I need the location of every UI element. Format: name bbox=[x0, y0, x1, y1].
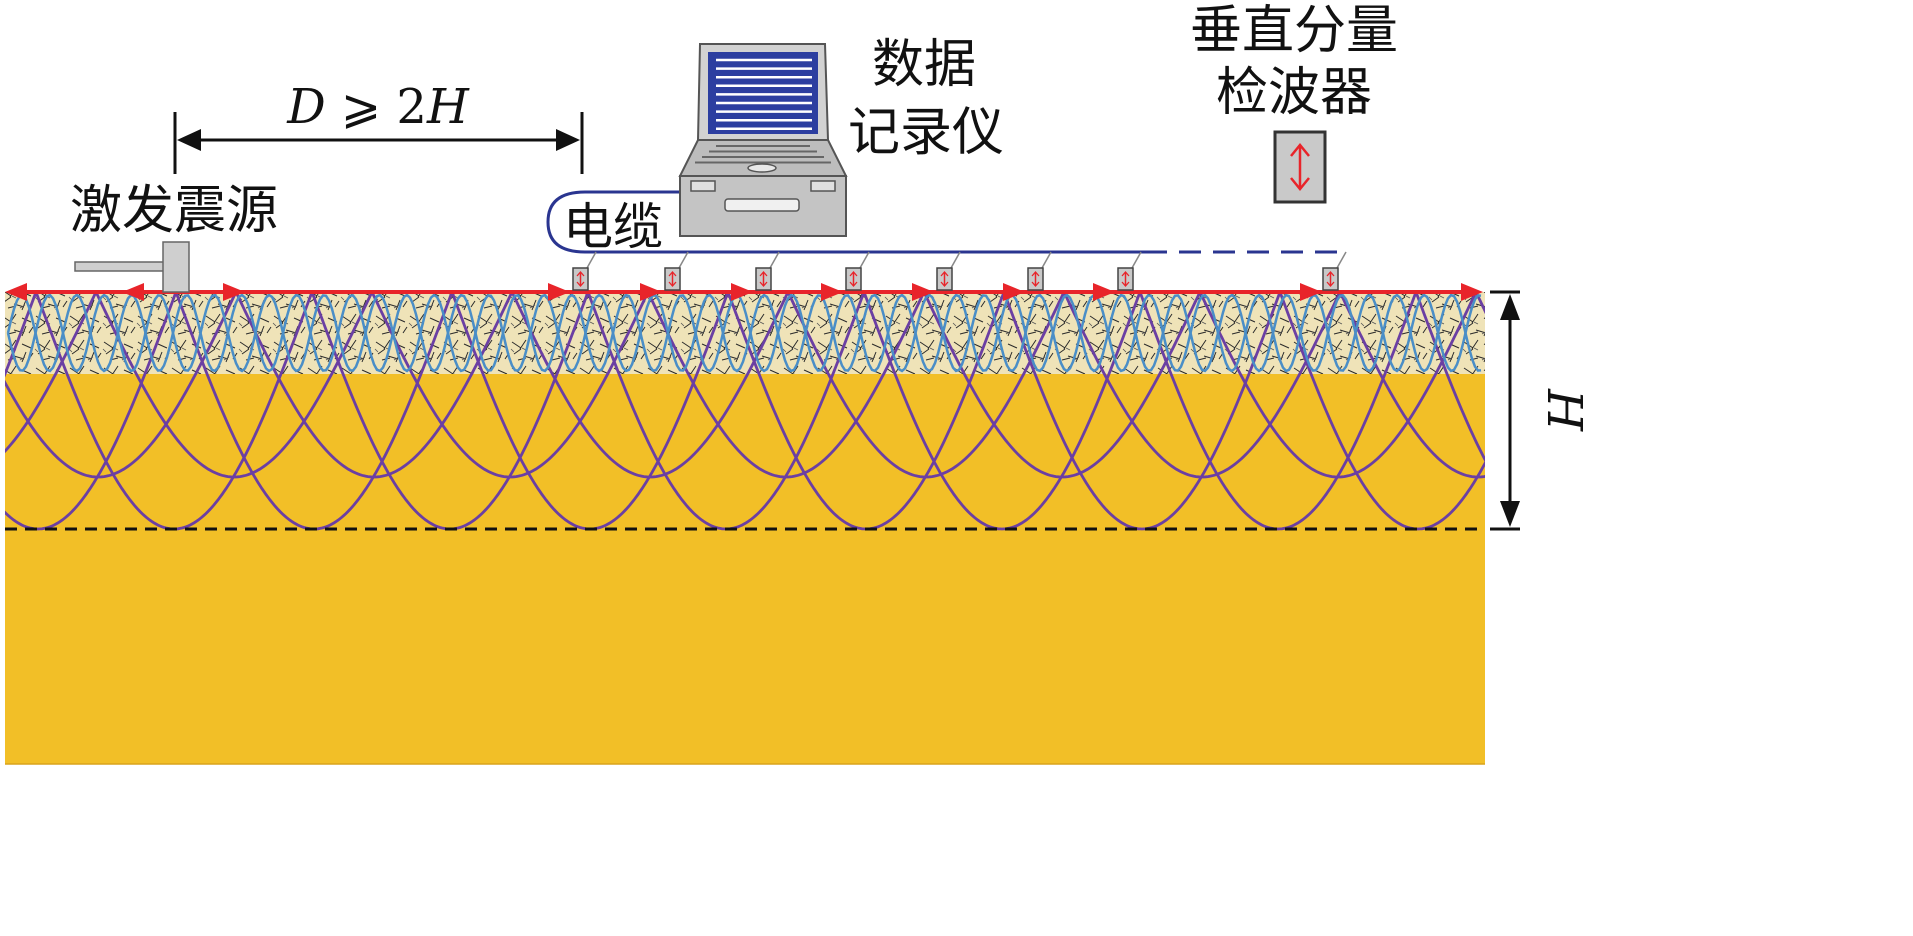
geophone bbox=[664, 251, 689, 291]
geophone-legend-icon bbox=[1273, 130, 1327, 204]
arrowhead bbox=[5, 283, 27, 301]
geophone bbox=[845, 251, 870, 291]
rayleigh-wave-paths bbox=[5, 292, 1485, 531]
surface-oscillation-curve-2 bbox=[6, 293, 1482, 373]
surface-oscillation-curve-1 bbox=[6, 293, 1482, 373]
arrowhead bbox=[731, 283, 753, 301]
arrowhead bbox=[122, 283, 144, 301]
geophone-label-line2: 检波器 bbox=[1216, 63, 1372, 123]
source-label: 激发震源 bbox=[70, 181, 278, 241]
arrowhead bbox=[1300, 283, 1322, 301]
seismic-source-icon bbox=[74, 241, 190, 293]
arrowhead bbox=[640, 283, 662, 301]
arrowhead bbox=[1003, 283, 1025, 301]
depth-arrow bbox=[1490, 290, 1520, 531]
recorder-label-line2: 记录仪 bbox=[848, 103, 1004, 163]
geophone bbox=[572, 251, 597, 291]
geophone bbox=[1322, 251, 1347, 291]
arrowhead bbox=[548, 283, 570, 301]
surface-wave-direction-arrows bbox=[5, 283, 1483, 301]
arrowhead bbox=[223, 283, 245, 301]
arrowhead bbox=[912, 283, 934, 301]
shallow-wave-arc-offset bbox=[5, 292, 1485, 479]
cable bbox=[546, 190, 1345, 254]
depth-label: H bbox=[1536, 388, 1592, 432]
geophone bbox=[755, 251, 780, 291]
offset-distance-arrow bbox=[173, 112, 584, 174]
geophone-array bbox=[572, 251, 1347, 291]
arrowhead bbox=[1093, 283, 1115, 301]
deep-wave-arc-offset bbox=[5, 292, 1485, 531]
arrowhead bbox=[821, 283, 843, 301]
geophone-label-line1: 垂直分量 bbox=[1190, 1, 1398, 61]
geophone bbox=[936, 251, 961, 291]
cable-label: 电缆 bbox=[563, 198, 663, 256]
geophone bbox=[1117, 251, 1142, 291]
recorder-label-line1: 数据 bbox=[872, 35, 976, 95]
geophone bbox=[1027, 251, 1052, 291]
data-recorder-icon bbox=[678, 43, 848, 237]
surface-wave-oscillation bbox=[6, 293, 1482, 373]
arrowhead bbox=[1461, 283, 1483, 301]
shallow-wave-arc bbox=[5, 292, 1485, 479]
offset-distance-label: D ⩾ 2H bbox=[286, 79, 470, 135]
